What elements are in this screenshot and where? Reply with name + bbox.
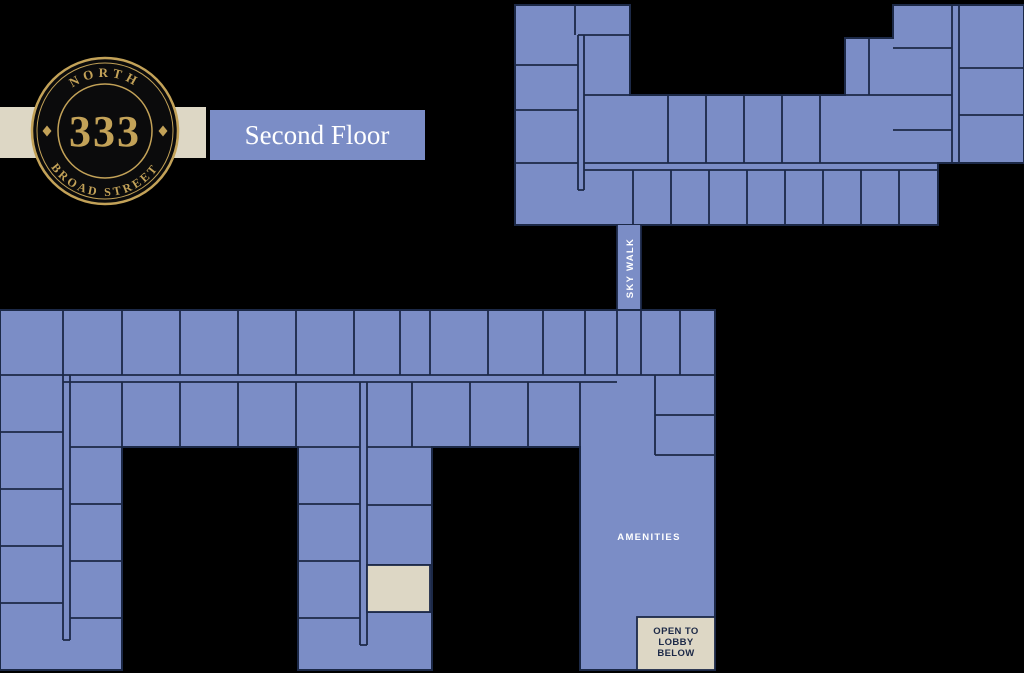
sky-walk-bridge — [617, 225, 641, 310]
diamond-icon-left — [42, 125, 52, 137]
badge-outer-ring — [36, 62, 174, 200]
diamond-icon-right — [158, 125, 168, 137]
amenities-label: AMENITIES — [617, 532, 680, 543]
logo-number: 333 — [69, 107, 141, 156]
badge-disc — [30, 56, 180, 206]
open-to-lobby-line-3: BELOW — [657, 648, 694, 659]
lower-building-footprint — [0, 309, 716, 671]
logo-badge: NORTH BROAD STREET 333 — [30, 56, 180, 206]
upper-building — [514, 4, 1024, 226]
open-to-lobby-callout: OPEN TO LOBBY BELOW — [636, 616, 716, 671]
floor-banner — [210, 110, 425, 160]
badge-inner-ring — [57, 83, 153, 179]
open-to-lobby-box — [636, 616, 716, 671]
logo-lockup: Second Floor NORTH BROAD STREET 333 — [0, 56, 425, 206]
sky-walk-edges — [616, 225, 642, 310]
floor-banner-title: Second Floor — [245, 120, 390, 150]
upper-unit-division-lines — [515, 5, 1024, 225]
open-to-lobby-line-1: OPEN TO — [653, 626, 698, 637]
highlighted-unit — [366, 564, 431, 613]
lower-building: AMENITIES OPEN TO LOBBY BELOW — [0, 309, 716, 671]
sky-walk-corridor: SKY WALK — [616, 225, 642, 310]
open-to-lobby-line-2: LOBBY — [658, 637, 694, 648]
lower-unit-division-lines — [0, 310, 715, 646]
sky-walk-label: SKY WALK — [625, 238, 636, 298]
